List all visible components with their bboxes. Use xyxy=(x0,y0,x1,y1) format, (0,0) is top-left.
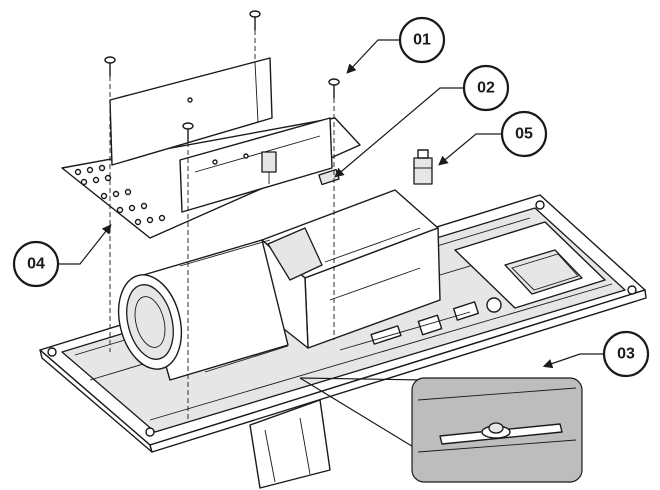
callout-04: 04 xyxy=(12,240,60,288)
camera-lens xyxy=(117,239,289,381)
electronics-board xyxy=(339,221,606,351)
callout-02-label: 02 xyxy=(477,80,495,97)
callout-01-label: 01 xyxy=(413,32,431,49)
leader-lines xyxy=(58,39,604,369)
cable-connector xyxy=(413,149,433,185)
callout-02: 02 xyxy=(462,64,510,112)
detail-inset xyxy=(299,377,583,483)
callout-03-label: 03 xyxy=(617,346,635,363)
screw-3 xyxy=(182,122,194,420)
callout-05: 05 xyxy=(500,110,548,158)
screw-1 xyxy=(104,56,116,352)
bracket-holes xyxy=(74,97,249,226)
camera-body xyxy=(261,189,441,349)
callout-04-label: 04 xyxy=(27,256,45,273)
screw-2 xyxy=(249,10,261,62)
callout-05-label: 05 xyxy=(515,126,533,143)
screws xyxy=(104,10,340,420)
callout-03: 03 xyxy=(602,330,650,378)
mounting-stand xyxy=(249,399,331,489)
screw-4 xyxy=(328,78,340,340)
mounting-bracket-plate xyxy=(61,57,361,239)
callout-01: 01 xyxy=(398,16,446,64)
